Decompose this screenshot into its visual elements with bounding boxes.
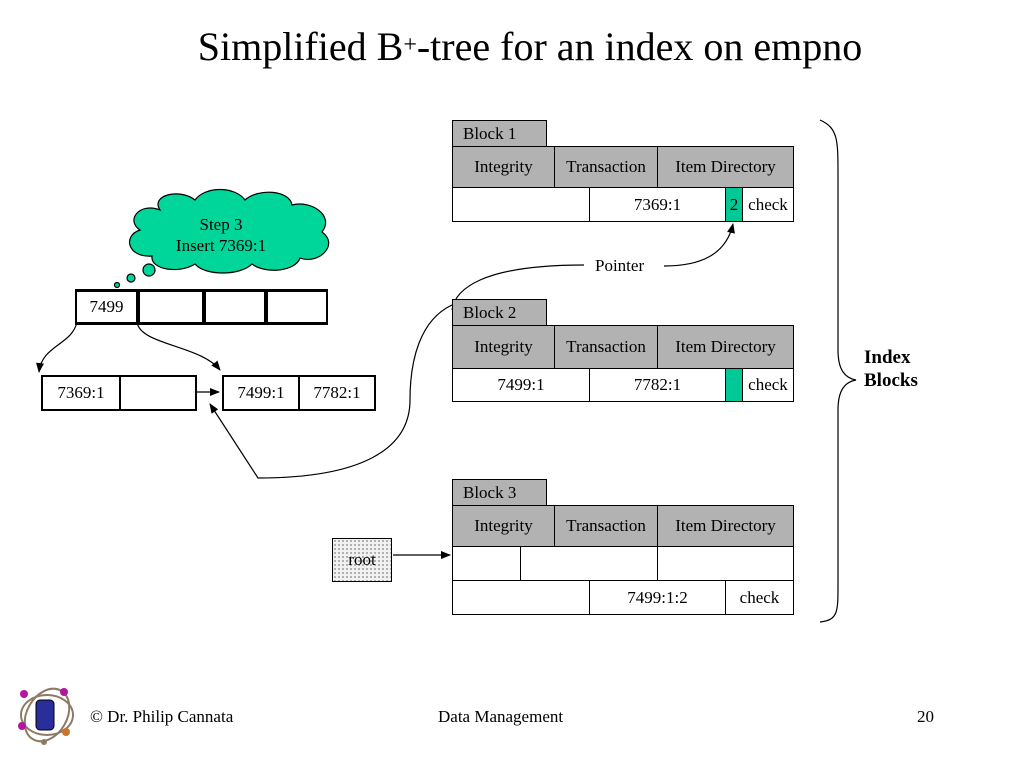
author-logo-icon [18, 687, 74, 745]
block-2-transaction: Transaction [554, 325, 658, 369]
pointer-label: Pointer [595, 256, 645, 275]
cloud-text: Step 3 Insert 7369:1 [150, 214, 292, 256]
index-label-line-1: Index [864, 347, 911, 368]
tree-root-key-3 [204, 289, 266, 325]
block-3-entry: 7499:1:2 [589, 580, 726, 615]
left-leaf-key-1: 7369:1 [41, 375, 121, 411]
tree-root-key-2 [138, 289, 204, 325]
tree-root-key-1: 7499 [75, 289, 138, 325]
block-3-row1-cell-3 [657, 546, 794, 581]
arrow-root-to-left-leaf [36, 321, 78, 373]
block-2-tab: Block 2 [452, 299, 547, 326]
block-2-entry-1: 7499:1 [452, 368, 590, 402]
index-blocks-label: Index Blocks [864, 346, 918, 392]
footer-page-number: 20 [917, 707, 934, 726]
block-3-tab: Block 3 [452, 479, 547, 506]
arrow-block2-to-right-leaf [209, 304, 453, 479]
block-3-integrity: Integrity [452, 505, 555, 547]
block-3-row1-cell-1 [452, 546, 521, 581]
block-2-entry-2: 7782:1 [589, 368, 726, 402]
block-2-integrity: Integrity [452, 325, 555, 369]
block-1-integrity: Integrity [452, 146, 555, 188]
block-1-check: check [742, 187, 794, 222]
block-3-transaction: Transaction [554, 505, 658, 547]
right-leaf-key-2: 7782:1 [298, 375, 376, 411]
index-label-line-2: Blocks [864, 370, 918, 391]
block-3-row1-cell-2 [520, 546, 658, 581]
block-2-pointer-slot [725, 368, 743, 402]
block-3-check: check [725, 580, 794, 615]
block-1-pointer-slot: 2 [725, 187, 743, 222]
block-1-item-directory: Item Directory [657, 146, 794, 188]
slide-title: Simplified B+-tree for an index on empno [197, 24, 863, 69]
arrow-root-to-right-leaf [136, 321, 221, 371]
block-1-free-space [452, 187, 590, 222]
left-leaf-key-2 [119, 375, 197, 411]
block-3-row2-cell-1 [452, 580, 590, 615]
tree-root-key-4 [266, 289, 328, 325]
right-leaf-key-1: 7499:1 [222, 375, 300, 411]
root-label: root [332, 538, 392, 582]
footer-copyright: © Dr. Philip Cannata [90, 707, 234, 726]
cloud-step: Step 3 [199, 215, 243, 234]
thought-cloud [113, 189, 330, 289]
block-1-entry: 7369:1 [589, 187, 726, 222]
block-3-item-directory: Item Directory [657, 505, 794, 547]
block-2-check: check [742, 368, 794, 402]
cloud-insert: Insert 7369:1 [175, 236, 267, 255]
footer-title: Data Management [438, 707, 564, 726]
pointer-arrow [663, 223, 735, 267]
block-1-tab: Block 1 [452, 120, 547, 147]
brace [819, 119, 857, 623]
block-1-transaction: Transaction [554, 146, 658, 188]
block-2-item-directory: Item Directory [657, 325, 794, 369]
